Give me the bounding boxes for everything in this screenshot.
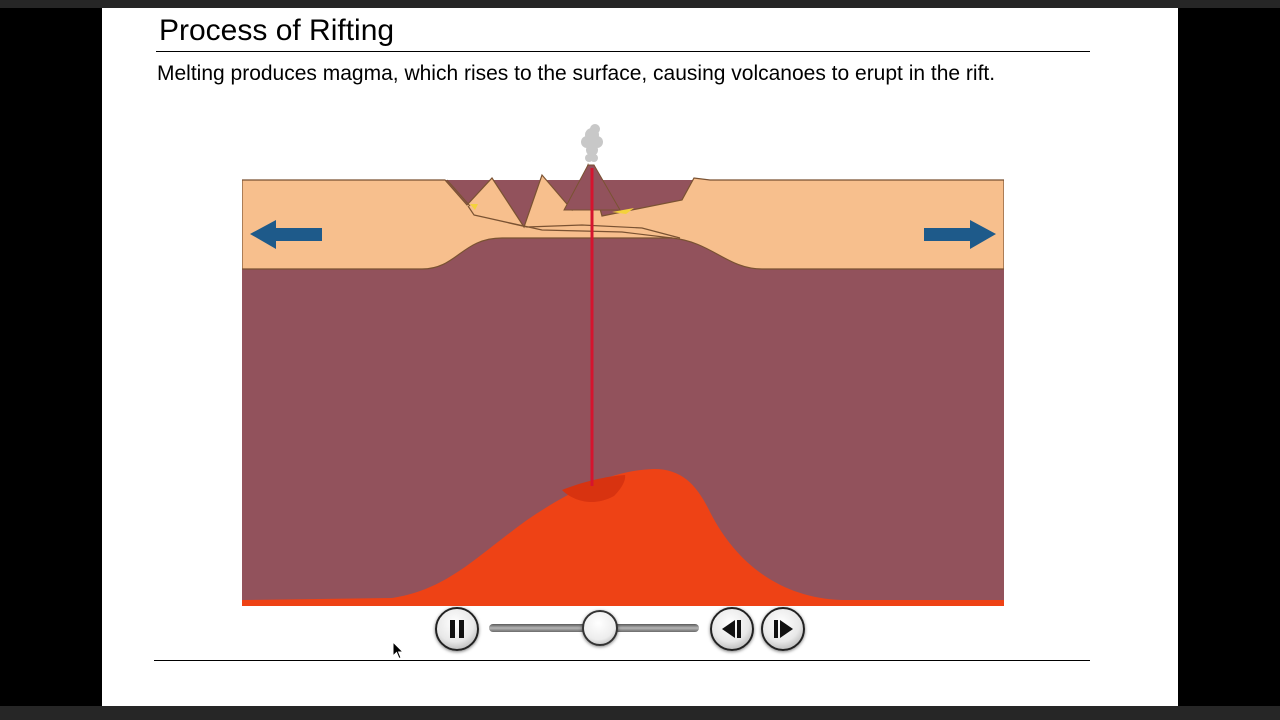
step-forward-icon [774,620,793,638]
window-top-bar [0,0,1280,8]
arrow-left-icon [250,220,322,249]
rifting-diagram [242,124,1004,606]
eruption-smoke [581,124,603,162]
page-title: Process of Rifting [159,14,395,47]
bottom-divider [154,660,1090,661]
pause-icon [450,620,464,638]
arrow-right-icon [924,220,996,249]
fault-lines [446,179,681,239]
caption-text: Melting produces magma, which rises to t… [157,62,996,85]
window-bottom-bar [0,706,1280,720]
slide: Process of Rifting Melting produces magm… [102,8,1178,706]
magma-plume [242,469,1004,606]
magma-chamber [562,475,626,503]
step-forward-button[interactable] [761,607,805,651]
slider-thumb[interactable] [582,610,619,646]
step-back-button[interactable] [710,607,754,651]
title-divider [156,51,1090,52]
mouse-cursor-icon [392,641,405,660]
pause-button[interactable] [435,607,479,651]
step-back-icon [722,620,741,638]
